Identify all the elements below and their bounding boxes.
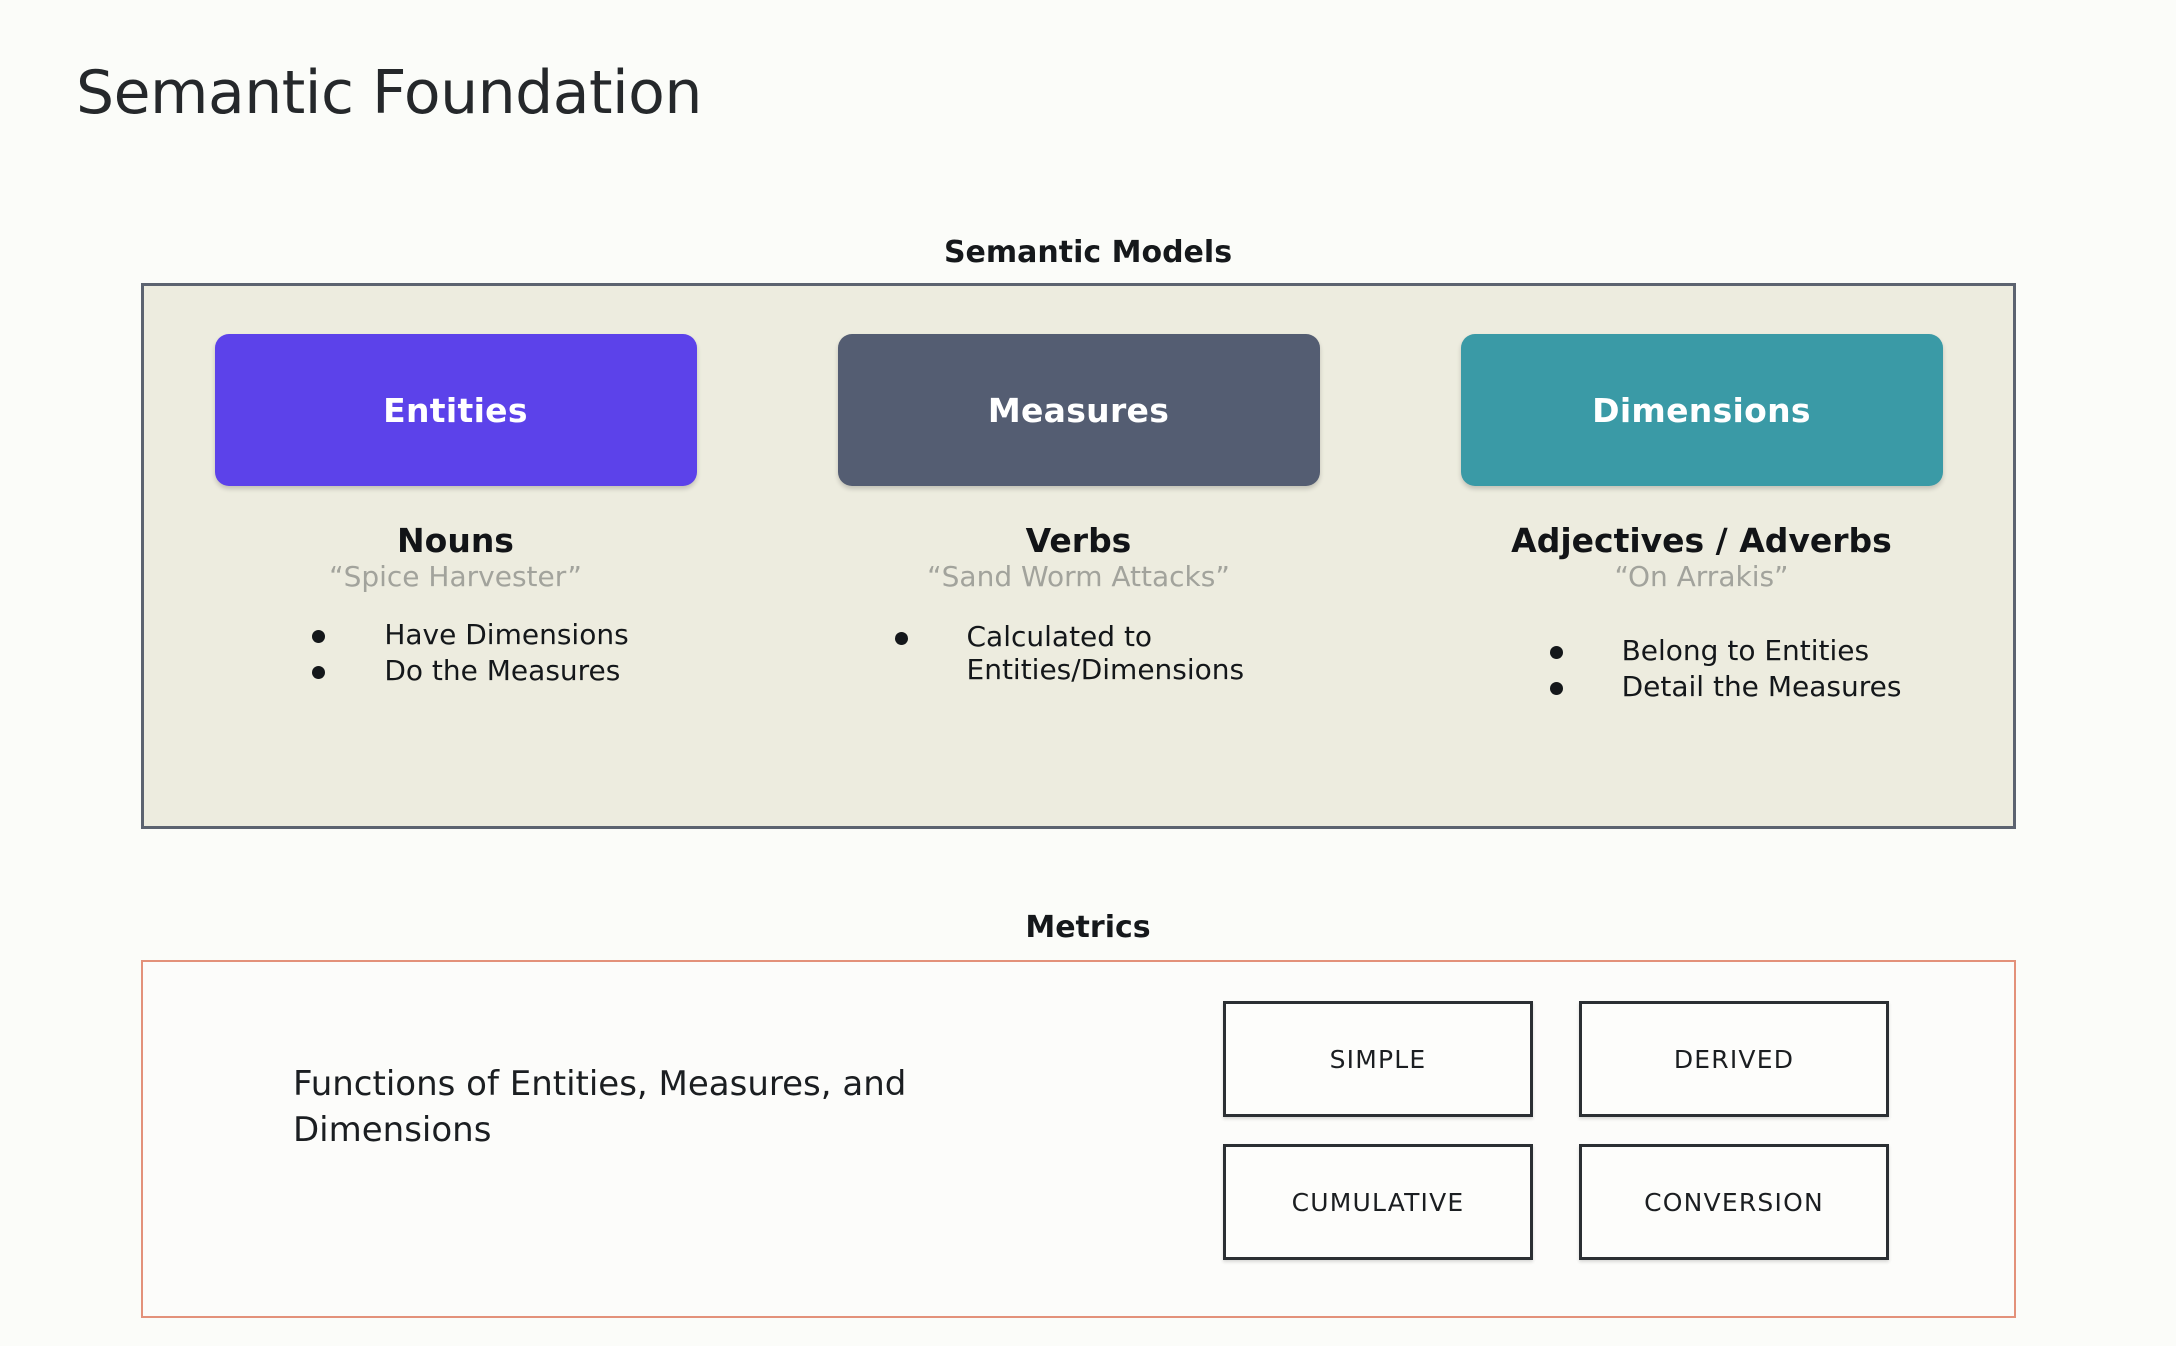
metrics-description: Functions of Entities, Measures, and Dim… [293, 1064, 907, 1150]
metric-type-cumulative[interactable]: CUMULATIVE [1223, 1144, 1533, 1260]
chip-dimensions[interactable]: Dimensions [1460, 334, 1943, 486]
part-of-speech-dimensions: Adjectives / Adverbs [1511, 521, 1892, 560]
metrics-panel: Functions of Entities, Measures, and Dim… [141, 960, 2016, 1318]
semantic-column-dimensions: Dimensions Adjectives / Adverbs “On Arra… [1390, 286, 2013, 826]
list-item: Belong to Entities [1549, 634, 1902, 667]
chip-entities[interactable]: Entities [214, 334, 697, 486]
semantic-column-measures: Measures Verbs “Sand Worm Attacks” Calcu… [767, 286, 1390, 826]
semantic-column-entities: Entities Nouns “Spice Harvester” Have Di… [144, 286, 767, 826]
list-item: Do the Measures [312, 654, 628, 687]
bullet-list-entities: Have Dimensions Do the Measures [312, 618, 629, 690]
part-of-speech-measures: Verbs [1025, 521, 1132, 560]
list-item: Have Dimensions [312, 618, 629, 651]
list-item: Detail the Measures [1549, 670, 1901, 703]
metrics-caption: Metrics [1025, 910, 1151, 945]
example-entities: “Spice Harvester” [329, 559, 582, 593]
metric-type-simple[interactable]: SIMPLE [1223, 1001, 1533, 1117]
semantic-models-caption: Semantic Models [943, 235, 1233, 270]
chip-measures[interactable]: Measures [837, 334, 1320, 486]
part-of-speech-entities: Nouns [397, 521, 514, 560]
bullet-list-dimensions: Belong to Entities Detail the Measures [1549, 634, 1902, 706]
metric-type-derived[interactable]: DERIVED [1579, 1001, 1889, 1117]
semantic-models-panel: Entities Nouns “Spice Harvester” Have Di… [141, 283, 2016, 829]
list-item: Calculated to Entities/Dimensions [894, 620, 1297, 686]
page-title: Semantic Foundation [76, 58, 702, 128]
semantic-models-columns: Entities Nouns “Spice Harvester” Have Di… [144, 286, 2013, 826]
bullet-list-measures: Calculated to Entities/Dimensions [894, 620, 1297, 689]
metric-type-grid: SIMPLE DERIVED CUMULATIVE CONVERSION [1223, 1001, 1889, 1260]
metric-type-conversion[interactable]: CONVERSION [1579, 1144, 1889, 1260]
example-measures: “Sand Worm Attacks” [927, 559, 1230, 593]
example-dimensions: “On Arrakis” [1614, 559, 1789, 593]
